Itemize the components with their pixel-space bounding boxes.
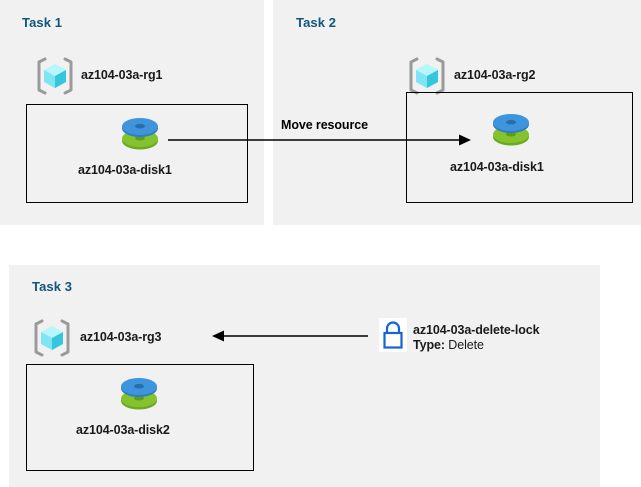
lock-type-value: Delete: [448, 338, 484, 352]
resource-group-label-rg3: az104-03a-rg3: [80, 330, 162, 344]
panel-task-3: [9, 265, 600, 487]
panel-task-1-title: Task 1: [22, 15, 63, 30]
panel-task-1: [0, 0, 264, 225]
managed-disk-icon: [119, 116, 161, 154]
lock-icon: [379, 318, 407, 352]
resource-container-task-3: [26, 364, 254, 471]
resource-group-cube-icon: [36, 56, 74, 96]
resource-label-disk2-task3: az104-03a-disk2: [76, 423, 170, 437]
resource-group-label-rg1: az104-03a-rg1: [81, 68, 163, 82]
panel-task-2-title: Task 2: [296, 15, 337, 30]
lock-name: az104-03a-delete-lock: [413, 323, 540, 337]
panel-task-3-title: Task 3: [32, 279, 73, 294]
lock-type-row: Type: Delete: [413, 338, 539, 353]
resource-container-task-2: [406, 92, 633, 203]
resource-group-label-rg2: az104-03a-rg2: [454, 68, 536, 82]
resource-container-task-1: [26, 104, 248, 203]
managed-disk-icon: [490, 112, 532, 150]
connector-label-move-resource: Move resource: [281, 118, 368, 132]
lock-type-label: Type:: [413, 338, 445, 352]
panel-task-2: [273, 0, 641, 225]
managed-disk-icon: [118, 376, 160, 414]
resource-label-disk1-task2: az104-03a-disk1: [450, 160, 544, 174]
resource-label-disk1-task1: az104-03a-disk1: [78, 163, 172, 177]
resource-group-cube-icon: [408, 56, 446, 96]
resource-group-cube-icon: [33, 318, 71, 358]
lock-node-text: az104-03a-delete-lock Type: Delete: [413, 323, 540, 353]
